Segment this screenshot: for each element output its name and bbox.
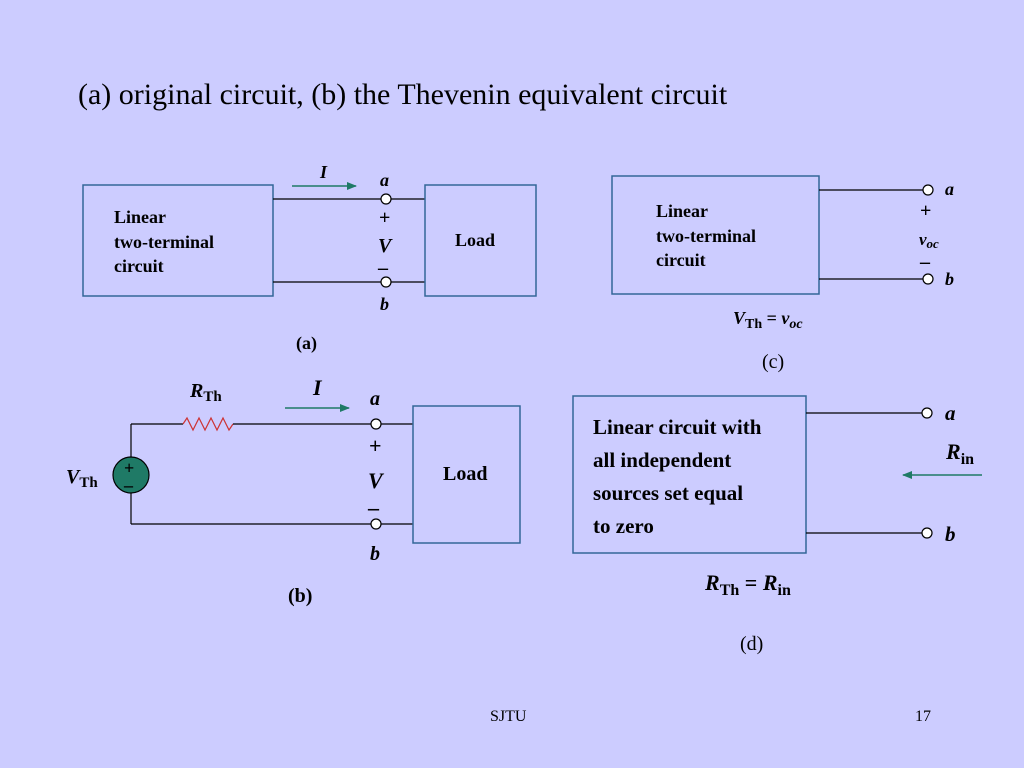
linear-circuit-box-d [572,395,807,554]
page-number: 17 [915,708,931,725]
terminal-b-node-b [370,518,382,530]
voltage-label-b: V [368,468,385,493]
panel-c: Linear two-terminal circuit a b + voc – … [611,175,954,373]
terminal-b-label-c: b [945,269,954,289]
plus-sign-b: + [369,433,382,458]
box-a-line-1: Linear [114,207,166,227]
terminal-b-node-d [921,527,933,539]
vth-label: VTh [66,466,98,491]
load-label-b: Load [443,463,487,485]
linear-circuit-box-c [611,175,820,295]
panel-label-a: (a) [296,333,317,354]
minus-sign-b: – [367,495,380,520]
box-d-line-2: all independent [593,448,731,472]
panel-label-b: (b) [288,585,312,607]
source-minus-sign: – [123,475,134,495]
vth-equals-voc: VTh = voc [733,308,803,332]
box-d-line-1: Linear circuit with [593,415,762,439]
terminal-b-label-d: b [945,522,956,546]
current-label-a: I [319,162,328,182]
box-d-line-4: to zero [593,514,654,538]
terminal-b-node-a [380,276,392,288]
terminal-a-label-a: a [380,170,389,190]
panel-a: Linear two-terminal circuit I a + V – b … [82,162,537,354]
panel-b: + – RTh VTh I a + V – b Load (b) [66,375,521,607]
box-d-line-3: sources set equal [593,481,743,505]
minus-sign-c: – [919,251,931,273]
minus-sign-a: – [377,257,389,279]
footer-center-text: SJTU [490,708,527,725]
box-c-line-1: Linear [656,201,708,221]
terminal-a-node-d [921,407,933,419]
panel-label-d: (d) [740,633,763,655]
voltage-label-a: V [378,235,393,257]
load-label-a: Load [455,230,495,250]
rin-label: Rin [945,439,974,468]
terminal-b-label-a: b [380,294,389,314]
plus-sign-a: + [379,207,390,229]
rth-equals-rin: RTh = Rin [704,570,791,599]
terminal-b-label-b: b [370,543,380,565]
box-a-line-2: two-terminal [114,232,214,252]
linear-circuit-box-a [82,184,274,297]
voltage-source-vth [112,456,150,494]
load-box-b [412,405,521,544]
plus-sign-c: + [920,200,931,222]
terminal-a-node-c [922,184,934,196]
current-label-b: I [312,375,323,400]
panel-label-c: (c) [762,351,784,373]
terminal-a-label-c: a [945,179,954,199]
terminal-a-node-a [380,193,392,205]
terminal-a-node-b [370,418,382,430]
terminal-a-label-b: a [370,388,380,410]
load-box-a [424,184,537,297]
box-c-line-3: circuit [656,250,706,270]
box-a-line-3: circuit [114,256,164,276]
panel-d: Linear circuit with all independent sour… [572,395,982,655]
terminal-b-node-c [922,273,934,285]
slide-title: (a) original circuit, (b) the Thevenin e… [78,78,728,111]
resistor-rth [182,416,234,432]
voc-label-c: voc [919,230,939,251]
terminal-a-label-d: a [945,401,956,425]
source-plus-sign: + [124,458,134,478]
box-c-line-2: two-terminal [656,226,756,246]
rth-label: RTh [189,380,222,405]
